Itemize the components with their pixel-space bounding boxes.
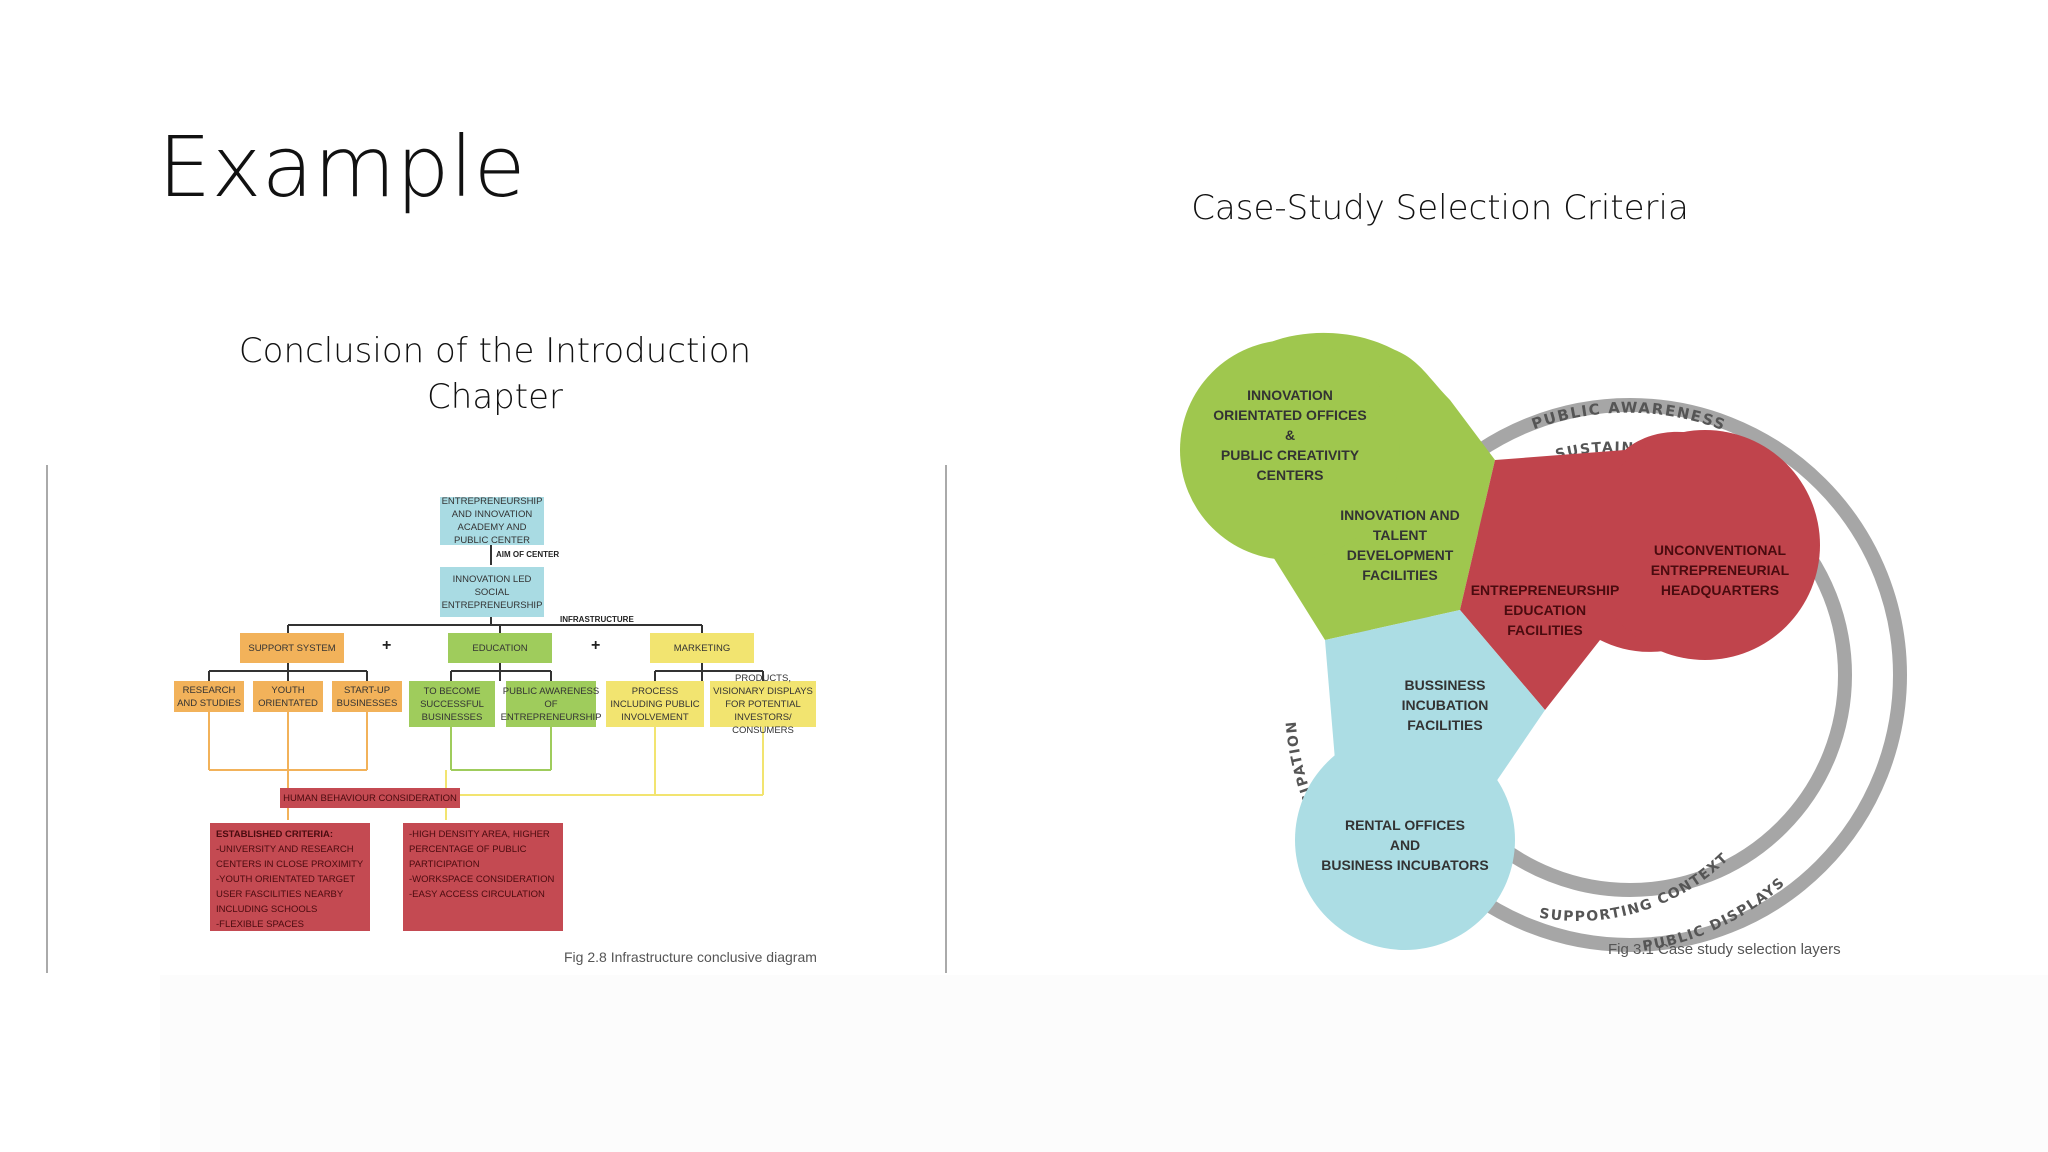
right-caption: Case-Study Selection Criteria — [1191, 188, 1689, 228]
layers-svg: PUBLIC AWARENESS SUSTAINABILITY PUBLIC P… — [1180, 332, 1907, 955]
aim-label: AIM OF CENTER — [496, 550, 560, 559]
criteria-line: -UNIVERSITY AND RESEARCH — [216, 844, 354, 855]
criteria-line: -FLEXIBLE SPACES — [216, 919, 304, 930]
left-caption: Conclusion of the Introduction Chapter — [230, 328, 760, 420]
green-top-line: INNOVATION — [1247, 387, 1333, 403]
red-right-line: HEADQUARTERS — [1660, 582, 1780, 598]
blue-bottom-line: RENTAL OFFICES — [1344, 817, 1466, 833]
green-top-line: PUBLIC CREATIVITY — [1220, 447, 1360, 463]
criteria-line: USER FASCILITIES NEARBY — [216, 889, 344, 900]
red-left-line: ENTREPRENEURSHIP — [1470, 582, 1620, 598]
public-awareness-text: PUBLIC AWARENESS — [1529, 399, 1728, 435]
blue-circle — [1295, 730, 1515, 950]
green-circle — [1180, 340, 1400, 560]
research-box: RESEARCH AND STUDIES — [174, 681, 244, 712]
green-top-label: INNOVATION ORIENTATED OFFICES & PUBLIC C… — [1190, 380, 1390, 490]
left-figure-caption: Fig 2.8 Infrastructure conclusive diagra… — [564, 949, 817, 965]
criteria-text: ESTABLISHED CRITERIA: -UNIVERSITY AND RE… — [216, 827, 363, 932]
marketing-box: MARKETING — [650, 633, 754, 663]
human-behaviour-box: HUMAN BEHAVIOUR CONSIDERATION — [280, 788, 460, 808]
blue-bottom-line: AND — [1389, 837, 1421, 853]
right-divider — [945, 465, 947, 973]
density-line: PERCENTAGE OF PUBLIC — [409, 844, 527, 855]
blue-top-line: FACILITIES — [1407, 717, 1483, 733]
density-box: -HIGH DENSITY AREA, HIGHER PERCENTAGE OF… — [403, 823, 563, 931]
red-left-line: EDUCATION — [1503, 602, 1587, 618]
red-left-label: ENTREPRENEURSHIP EDUCATION FACILITIES — [1460, 575, 1630, 645]
green-top-line: CENTERS — [1256, 467, 1324, 483]
green-bottom-line: TALENT — [1372, 527, 1428, 543]
youth-box: YOUTH ORIENTATED — [253, 681, 323, 712]
red-right-line: UNCONVENTIONAL — [1653, 542, 1787, 558]
right-figure-caption: Fig 3.1 Case study selection layers — [1608, 941, 1841, 958]
criteria-title: ESTABLISHED CRITERIA: — [216, 829, 333, 840]
infrastructure-diagram: ENTREPRENEURSHIP AND INNOVATION ACADEMY … — [46, 465, 947, 973]
left-caption-line2: Chapter — [427, 377, 563, 417]
criteria-line: INCLUDING SCHOOLS — [216, 904, 318, 915]
public-awareness-box: PUBLIC AWARENESS OF ENTREPRENEURSHIP — [501, 681, 601, 727]
social-entrepreneurship-box: INNOVATION LED SOCIAL ENTREPRENEURSHIP — [440, 567, 544, 617]
plus-sign-1: + — [382, 637, 392, 654]
left-caption-line1: Conclusion of the Introduction — [238, 331, 752, 371]
density-text: -HIGH DENSITY AREA, HIGHER PERCENTAGE OF… — [409, 827, 554, 902]
density-line: -EASY ACCESS CIRCULATION — [409, 889, 545, 900]
education-box: EDUCATION — [448, 633, 552, 663]
criteria-line: CENTERS IN CLOSE PROXIMITY — [216, 859, 364, 870]
green-bottom-line: INNOVATION AND — [1340, 507, 1460, 523]
connector-lines — [208, 545, 764, 820]
red-right-label: UNCONVENTIONAL ENTREPRENEURIAL HEADQUART… — [1620, 535, 1820, 605]
green-top-line: ORIENTATED OFFICES — [1213, 407, 1367, 423]
background-strip — [160, 975, 2048, 1152]
blue-top-label: BUSSINESS INCUBATION FACILITIES — [1360, 670, 1530, 740]
academy-box: ENTREPRENEURSHIP AND INNOVATION ACADEMY … — [440, 496, 544, 546]
criteria-line: -YOUTH ORIENTATED TARGET — [216, 874, 356, 885]
density-line: -WORKSPACE CONSIDERATION — [409, 874, 555, 885]
infrastructure-label: INFRASTRUCTURE — [560, 615, 634, 624]
left-divider — [46, 465, 48, 973]
red-circle — [1590, 430, 1820, 660]
slide-title: Example — [158, 118, 526, 216]
public-awareness-path: PUBLIC AWARENESS — [1529, 399, 1727, 435]
blue-bottom-line: BUSINESS INCUBATORS — [1321, 857, 1489, 873]
criteria-box: ESTABLISHED CRITERIA: -UNIVERSITY AND RE… — [210, 823, 370, 931]
successful-businesses-box: TO BECOME SUCCESSFUL BUSINESSES — [409, 681, 495, 727]
support-system-box: SUPPORT SYSTEM — [240, 633, 344, 663]
density-line: -HIGH DENSITY AREA, HIGHER — [409, 829, 550, 840]
blue-bottom-label: RENTAL OFFICES AND BUSINESS INCUBATORS — [1295, 810, 1515, 880]
green-top-line: & — [1284, 427, 1296, 443]
red-left-line: FACILITIES — [1507, 622, 1583, 638]
plus-sign-2: + — [591, 637, 601, 654]
process-box: PROCESS INCLUDING PUBLIC INVOLVEMENT — [606, 681, 704, 727]
green-bottom-line: FACILITIES — [1362, 567, 1438, 583]
red-right-line: ENTREPRENEURIAL — [1650, 562, 1790, 578]
green-bottom-line: DEVELOPMENT — [1346, 547, 1454, 563]
startup-box: START-UP BUSINESSES — [332, 681, 402, 712]
blue-top-line: BUSSINESS — [1404, 677, 1486, 693]
case-study-layers-diagram: PUBLIC AWARENESS SUSTAINABILITY PUBLIC P… — [1160, 300, 1920, 980]
green-bottom-label: INNOVATION AND TALENT DEVELOPMENT FACILI… — [1300, 500, 1500, 590]
products-box: PRODUCTS, VISIONARY DISPLAYS FOR POTENTI… — [710, 673, 816, 736]
density-line: PARTICIPATION — [409, 859, 480, 870]
blue-top-line: INCUBATION — [1401, 697, 1489, 713]
